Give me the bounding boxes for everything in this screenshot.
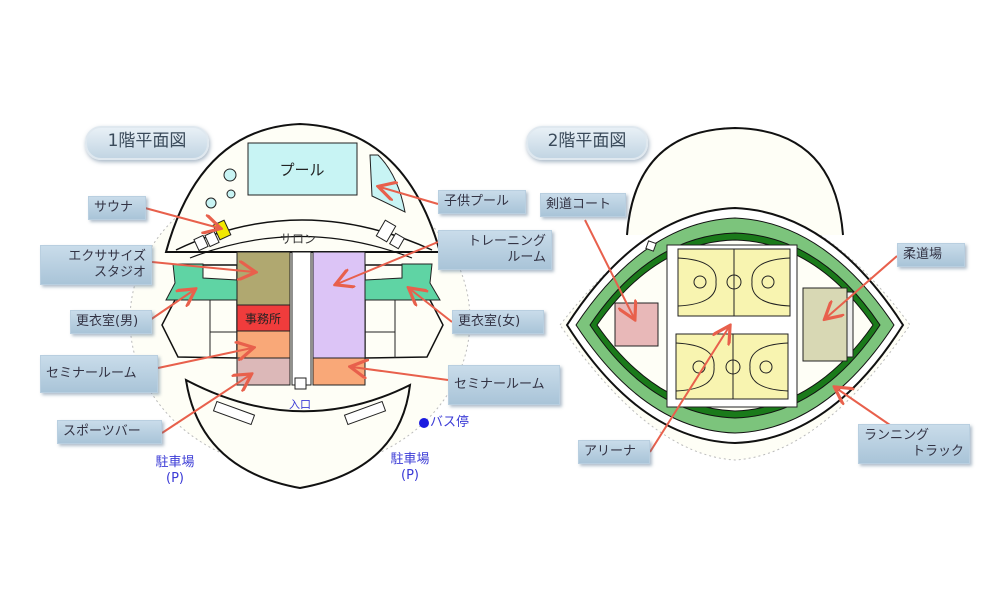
- seminar-room-left: [236, 330, 291, 359]
- floor2-arrows: [584, 219, 898, 453]
- entrance-label: 入口: [289, 398, 311, 411]
- floor2-title: 2階平面図: [526, 126, 648, 160]
- kendo-court: [614, 302, 659, 347]
- label-track-line2: トラック: [911, 444, 964, 459]
- label-locker-men: 更衣室(男): [70, 310, 152, 334]
- label-kids-pool: 子供プール: [438, 190, 526, 214]
- parking-right: 駐車場 (P): [380, 452, 440, 484]
- label-seminar-left: セミナールーム: [40, 355, 158, 393]
- label-training-room: トレーニング ルーム: [438, 230, 552, 270]
- sports-bar: [236, 357, 291, 386]
- office-label: 事務所: [245, 312, 281, 326]
- bus-stop-label: バス停: [430, 415, 470, 430]
- office: [236, 304, 291, 332]
- entrance: [294, 377, 307, 390]
- corridor: [291, 251, 312, 386]
- label-training-line1: トレーニング: [467, 234, 546, 249]
- parking-left-line1: 駐車場: [155, 455, 195, 470]
- parking-left: 駐車場 (P): [145, 455, 205, 487]
- parking-left-line2: (P): [166, 471, 184, 486]
- training-room: [312, 251, 366, 359]
- label-track-line1: ランニング: [864, 428, 930, 443]
- label-arena: アリーナ: [578, 440, 650, 464]
- label-exercise-line1: エクササイズ: [68, 249, 146, 264]
- label-running-track: ランニング トラック: [858, 424, 970, 464]
- label-training-line2: ルーム: [507, 250, 546, 265]
- salon-label: サロン: [280, 232, 316, 246]
- bus-stop-dot: [419, 418, 429, 428]
- label-sports-bar: スポーツバー: [57, 420, 162, 444]
- label-seminar-right: セミナールーム: [448, 365, 560, 405]
- label-exercise-studio: エクササイズ スタジオ: [40, 245, 152, 285]
- label-locker-women: 更衣室(女): [452, 310, 544, 334]
- label-judo-hall: 柔道場: [897, 243, 965, 267]
- upper-dome: [626, 126, 844, 236]
- lower-wing: [184, 378, 412, 490]
- floor1-arrows: [144, 187, 453, 434]
- pool-label: プール: [279, 161, 324, 179]
- label-sauna: サウナ: [88, 196, 146, 220]
- parking-right-line1: 駐車場: [390, 452, 430, 467]
- judo-hall: [802, 287, 848, 362]
- basketball-court-lower: [675, 333, 789, 400]
- exercise-studio: [236, 251, 291, 306]
- basketball-court-upper: [677, 248, 791, 317]
- floor2-plan: [559, 126, 911, 461]
- floor1-plan: プール サロン 事務所 入口: [129, 122, 471, 490]
- seminar-room-right: [312, 357, 366, 386]
- floor1-title: 1階平面図: [85, 126, 209, 160]
- label-kendo-court: 剣道コート: [540, 193, 626, 217]
- parking-right-line2: (P): [401, 468, 419, 483]
- pool: [247, 142, 358, 196]
- label-exercise-line2: スタジオ: [93, 265, 146, 280]
